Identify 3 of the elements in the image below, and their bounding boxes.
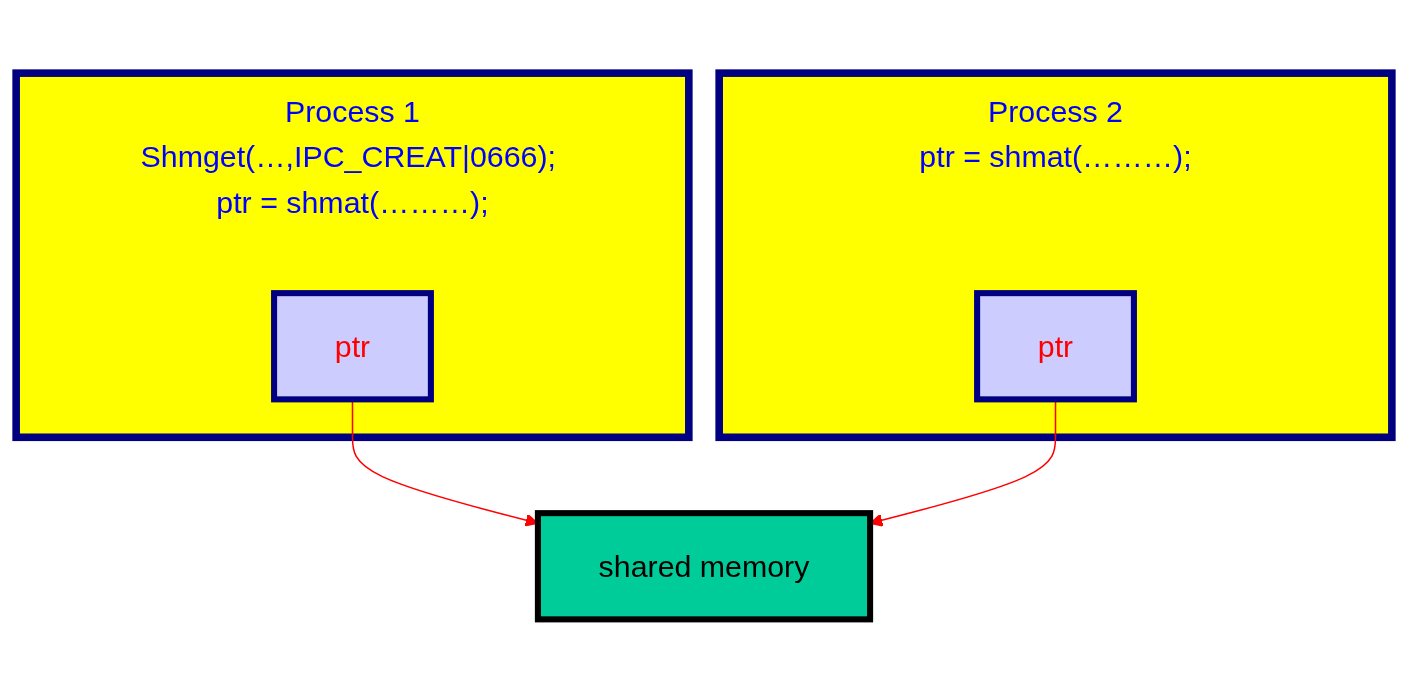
node-box: shared memory <box>534 510 874 623</box>
node-box: ptr <box>271 290 434 403</box>
node-box: ptr <box>974 290 1137 403</box>
